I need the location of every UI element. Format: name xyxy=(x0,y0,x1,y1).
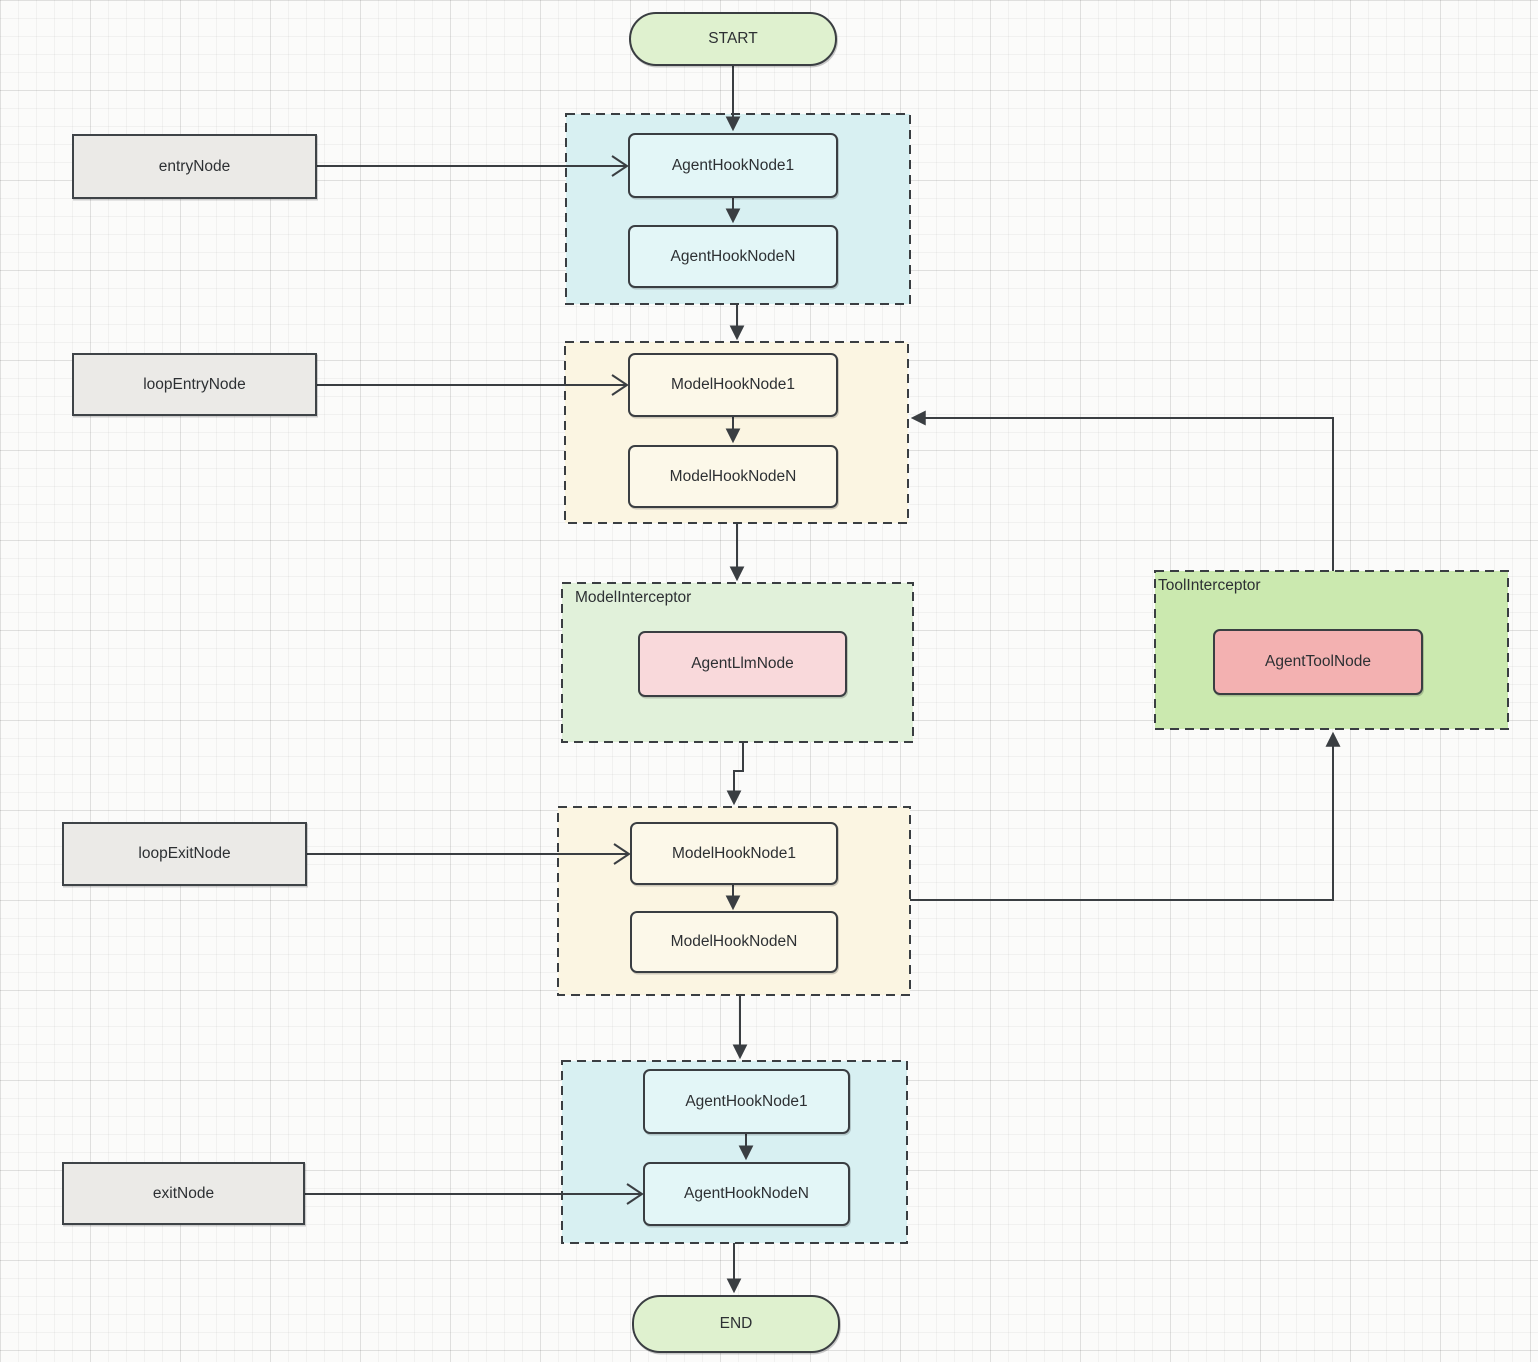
edge-tool-interceptor-to-model-hooks xyxy=(910,410,1334,571)
group-title-tool-interceptor: ToolInterceptor xyxy=(1158,577,1261,594)
start-node: START xyxy=(629,12,837,66)
end-node: END xyxy=(632,1295,840,1353)
label-box-loop-exit-node: loopExitNode xyxy=(62,822,307,886)
label-box-exit-node: exitNode xyxy=(62,1162,305,1225)
node-model-hook-node-1-exit: ModelHookNode1 xyxy=(630,822,838,885)
node-model-hook-node-n-exit: ModelHookNodeN xyxy=(630,911,838,973)
node-agent-hook-node-1-entry: AgentHookNode1 xyxy=(628,133,838,198)
node-agent-llm-node: AgentLlmNode xyxy=(638,631,847,697)
chevron-exit-node xyxy=(626,1183,644,1205)
node-agent-hook-node-n-entry: AgentHookNodeN xyxy=(628,225,838,288)
chevron-loop-exit-node xyxy=(613,843,631,865)
node-model-hook-node-1-entry: ModelHookNode1 xyxy=(628,353,838,417)
chevron-entry-node xyxy=(611,155,629,177)
node-agent-hook-node-n-exit: AgentHookNodeN xyxy=(643,1162,850,1226)
node-agent-tool-node: AgentToolNode xyxy=(1213,629,1423,695)
chevron-loop-entry-node xyxy=(611,374,629,396)
label-box-loop-entry-node: loopEntryNode xyxy=(72,353,317,416)
label-box-entry-node: entryNode xyxy=(72,134,317,199)
group-title-model-interceptor: ModelInterceptor xyxy=(575,589,692,606)
edge-exit-model-hooks-to-tool-interceptor xyxy=(910,731,1341,901)
node-model-hook-node-n-entry: ModelHookNodeN xyxy=(628,445,838,508)
node-agent-hook-node-1-exit: AgentHookNode1 xyxy=(643,1069,850,1134)
edge-model-interceptor-to-exit-model-hooks xyxy=(726,742,744,806)
